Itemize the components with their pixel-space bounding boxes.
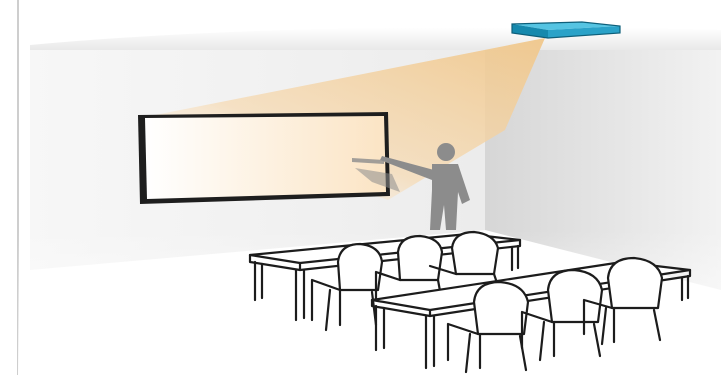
projection-screen: [138, 112, 390, 204]
